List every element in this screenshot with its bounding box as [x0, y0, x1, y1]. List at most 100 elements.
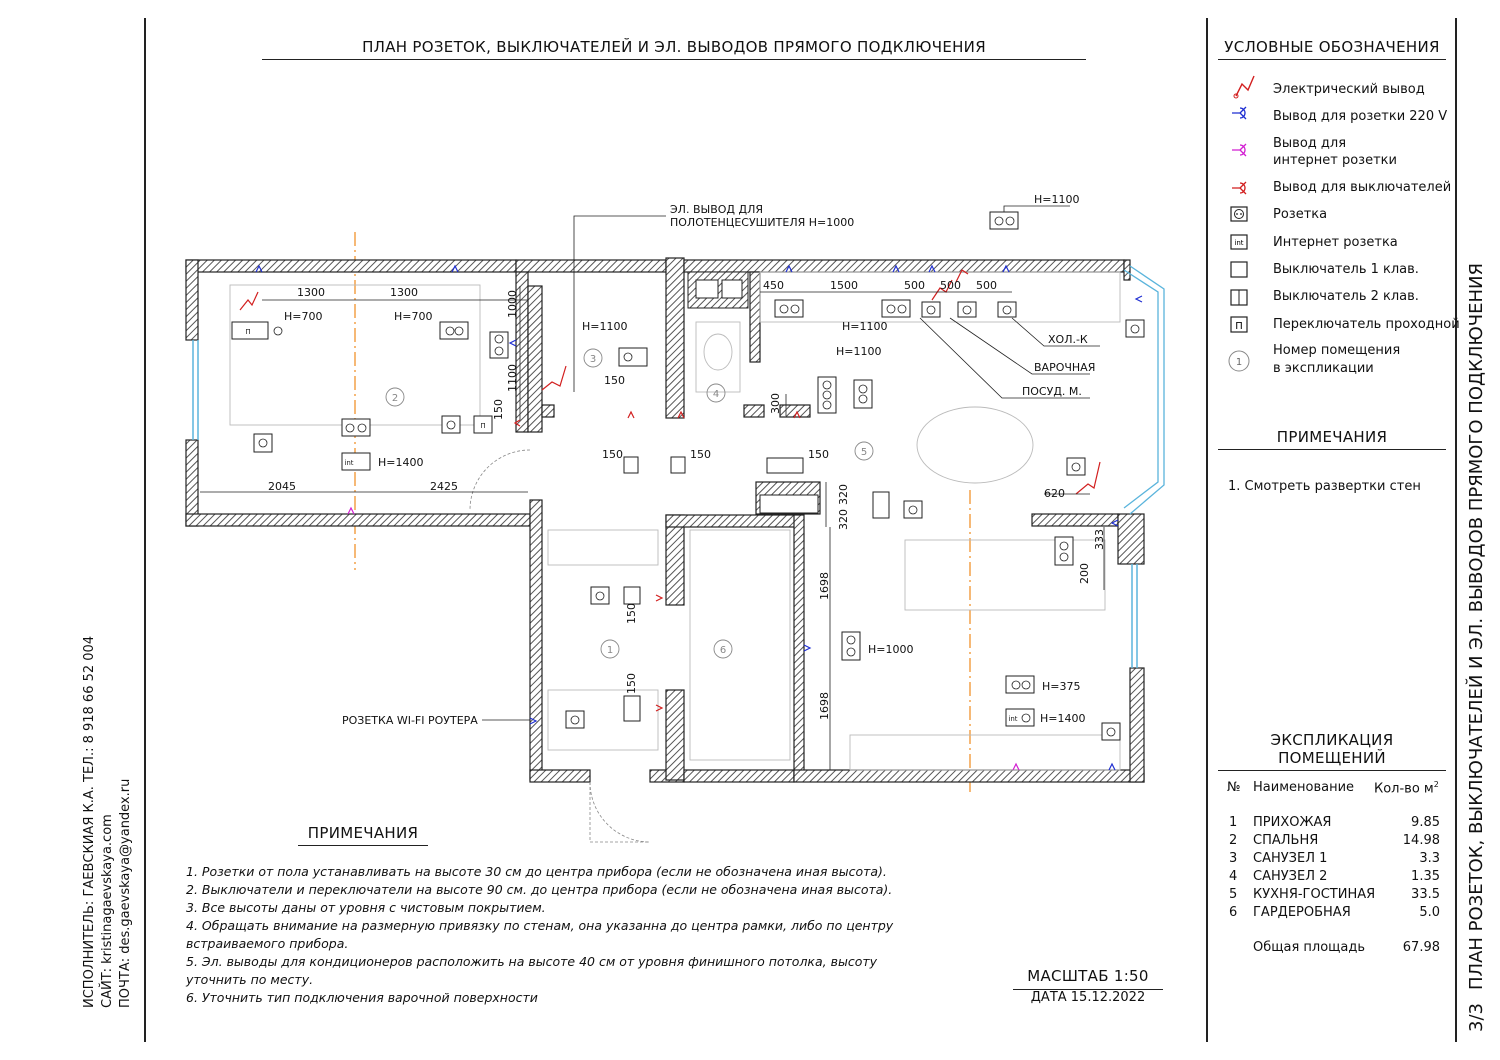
explication-total-value: 67.98: [1402, 940, 1440, 955]
explication-row-area: 9.85: [1411, 815, 1440, 830]
dim-150a: 150: [604, 374, 625, 387]
explication-row-num: 4: [1229, 869, 1238, 884]
socket-living-2: [1054, 536, 1074, 566]
explication-row-name: ГАРДЕРОБНАЯ: [1253, 905, 1351, 920]
legend-item-internet-socket: Интернет розетка: [1273, 235, 1398, 250]
room-label-5: 5: [861, 447, 867, 458]
svg-text:int: int: [1008, 715, 1017, 723]
note-line-7: уточнить по месту.: [186, 972, 314, 987]
socket-bed-door: [441, 415, 461, 434]
socket-bay-2: [1066, 457, 1086, 476]
switch-outlet-point-icon: [1232, 181, 1247, 195]
explication-row-num: 2: [1229, 833, 1238, 848]
explication-col-num: №: [1227, 780, 1241, 795]
dim-333: 333: [1093, 529, 1106, 550]
legend-item-room-number: Номер помещения: [1273, 343, 1401, 358]
callout-hob: ВАРОЧНАЯ: [1034, 361, 1096, 374]
socket-icon: [1230, 206, 1248, 222]
dim-450: 450: [763, 279, 784, 292]
note-line-3: 3. Все высоты даны от уровня с чистовым …: [186, 900, 546, 915]
room-number-6: [713, 639, 733, 659]
bay-window: [1123, 265, 1165, 515]
socket-kitchen-island-2: [853, 379, 873, 409]
switch-hall-1: [623, 586, 641, 605]
legend-title: УСЛОВНЫЕ ОБОЗНАЧЕНИЯ: [1218, 38, 1446, 60]
legend-item-internet-point-2: интернет розетки: [1273, 153, 1397, 168]
room-number-4: [706, 383, 726, 403]
walls: [185, 257, 1145, 783]
note-line-2: 2. Выключатели и переключатели на высоте…: [186, 882, 893, 897]
height-bed-right: Н=700: [394, 310, 433, 323]
dim-1300b: 1300: [390, 286, 418, 299]
note-line-1: 1. Розетки от пола устанавливать на высо…: [186, 864, 887, 879]
socket-router: [565, 710, 585, 729]
legend-item-switch-1: Выключатель 1 клав.: [1273, 262, 1419, 277]
dim-500b: 500: [940, 279, 961, 292]
callout-fridge: ХОЛ.-К: [1048, 333, 1088, 346]
svg-text:int: int: [1234, 239, 1243, 247]
socket-hall-1: [590, 586, 610, 605]
explication-col-area-text: Кол-во м: [1374, 781, 1434, 797]
room-label-1: 1: [607, 645, 613, 656]
socket-outlet-point-icon: [1232, 106, 1247, 120]
dim-150b: 150: [602, 448, 623, 461]
dim-150e: 150: [492, 399, 505, 420]
height-living-1400: Н=1400: [1040, 712, 1086, 725]
dim-500a: 500: [904, 279, 925, 292]
socket-bed-bottom: [253, 433, 273, 453]
side-note-1: 1. Смотреть развертки стен: [1228, 479, 1421, 494]
socket-kitchen-island: [817, 376, 837, 414]
axis-lines: [354, 232, 971, 795]
svg-text:П: П: [245, 328, 250, 336]
leader-lines: [482, 205, 1100, 721]
dim-150f: 150: [625, 603, 638, 624]
dim-300: 300: [769, 393, 782, 414]
height-kitchen-2: Н=1100: [836, 345, 882, 358]
height-bed-left: Н=700: [284, 310, 323, 323]
dim-1000: 1000: [506, 290, 519, 318]
dimension-lines: [200, 286, 1105, 770]
note-line-4: 4. Обращать внимание на размерную привяз…: [186, 918, 894, 933]
socket-kitchen-5: [997, 301, 1017, 318]
dim-2425: 2425: [430, 480, 458, 493]
note-line-6: 5. Эл. выводы для кондиционеров располож…: [186, 954, 878, 969]
dim-150d: 150: [808, 448, 829, 461]
switch-living: [872, 491, 890, 519]
pass-switch-bed-door: [473, 415, 493, 434]
socket-living-1: [903, 500, 923, 519]
callout-router: РОЗЕТКА WI-FI РОУТЕРА: [342, 714, 478, 727]
legend-item-electric-wire: Электрический вывод: [1273, 82, 1425, 97]
callout-towel-2: ПОЛОТЕНЦЕСУШИТЕЛЯ Н=1000: [670, 216, 855, 229]
room-number-1: [600, 639, 620, 659]
socket-living-corner: [1101, 722, 1121, 741]
door-swings: [469, 449, 651, 843]
socket-kitchen-3: [921, 301, 941, 318]
socket-pass-switch-bed-left: [231, 321, 269, 340]
height-bath1: Н=1100: [582, 320, 628, 333]
callout-towel-1: ЭЛ. ВЫВОД ДЛЯ: [670, 203, 764, 216]
scale-label: МАСШТАБ 1:50: [1013, 967, 1163, 990]
height-living-375: Н=375: [1042, 680, 1081, 693]
internet-outlet-point-icon: [1232, 143, 1247, 157]
room-number-5: [854, 441, 874, 461]
electric-wires: [239, 269, 1101, 495]
dim-500c: 500: [976, 279, 997, 292]
dim-2045: 2045: [268, 480, 296, 493]
explication-row-num: 5: [1229, 887, 1238, 902]
internet-socket-bed-tv: [341, 452, 371, 471]
switch-bath2: [670, 456, 686, 474]
explication-row-name: СПАЛЬНЯ: [1253, 833, 1319, 848]
switch-hall-2: [623, 695, 641, 722]
socket-bath1: [618, 347, 648, 367]
dim-150c: 150: [690, 448, 711, 461]
side-notes-title: ПРИМЕЧАНИЯ: [1218, 428, 1446, 450]
callout-dishwasher: ПОСУД. М.: [1022, 385, 1082, 398]
dim-1500: 1500: [830, 279, 858, 292]
explication-row-num: 3: [1229, 851, 1238, 866]
explication-row-area: 3.3: [1419, 851, 1440, 866]
room-label-2: 2: [392, 393, 398, 404]
dim-1300a: 1300: [297, 286, 325, 299]
dim-150g: 150: [625, 673, 638, 694]
legend-symbols: int П 1: [1228, 75, 1255, 372]
